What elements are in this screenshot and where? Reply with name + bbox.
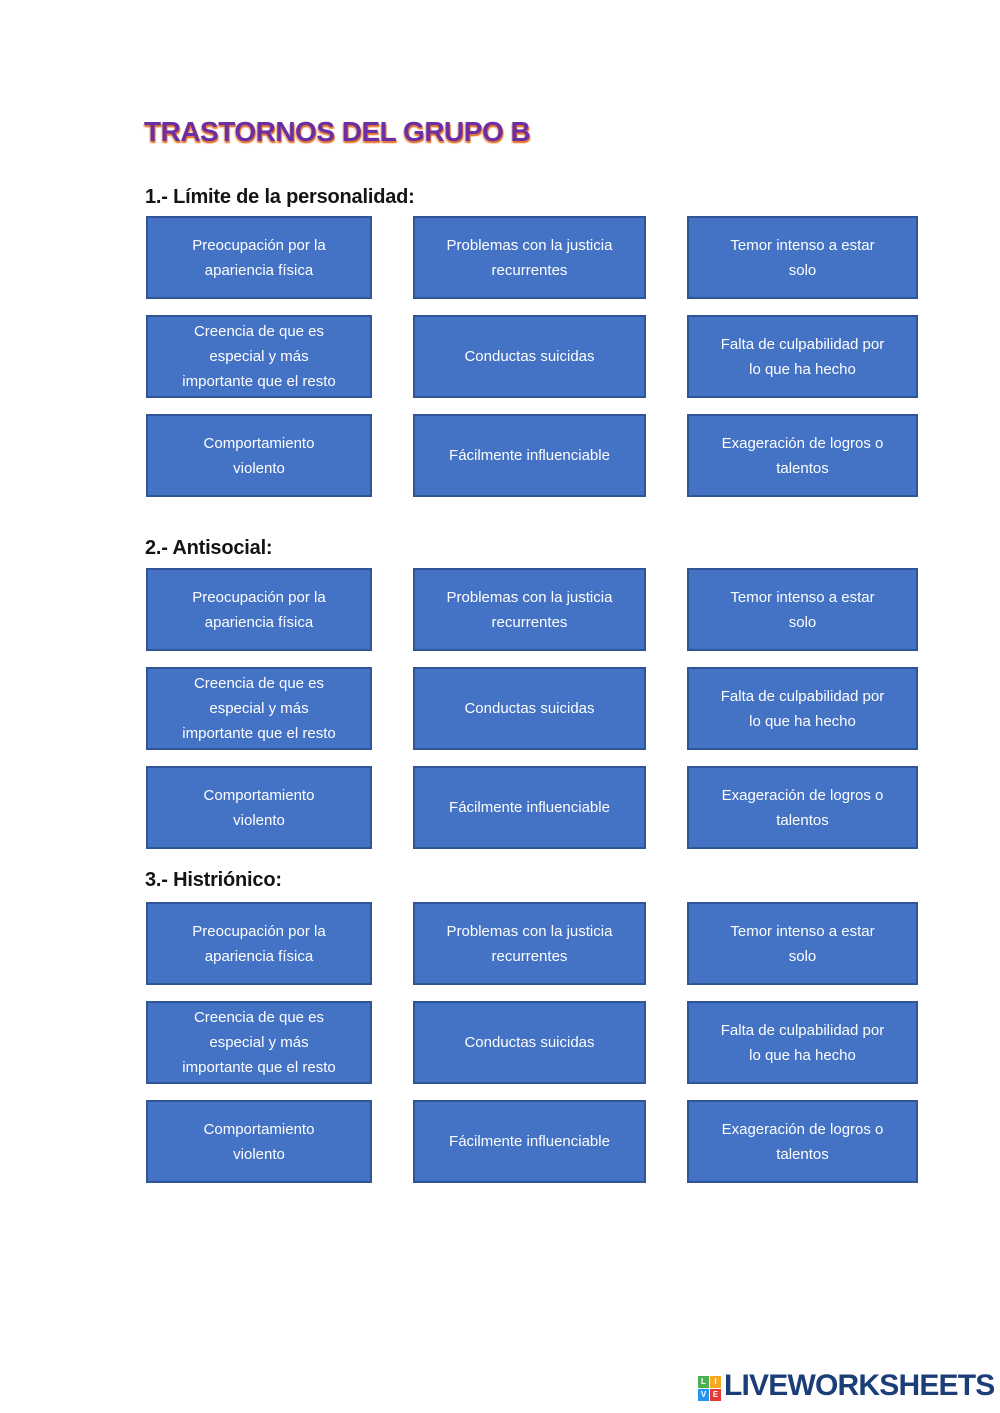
answer-box[interactable]: Creencia de que es especial y más import…	[146, 667, 372, 750]
logo-square-i: I	[710, 1375, 721, 1388]
answer-box[interactable]: Creencia de que es especial y más import…	[146, 1001, 372, 1084]
answer-box[interactable]: Conductas suicidas	[413, 667, 646, 750]
answer-box[interactable]: Preocupación por la apariencia física	[146, 216, 372, 299]
answer-box[interactable]: Creencia de que es especial y más import…	[146, 315, 372, 398]
liveworksheets-logo-icon: L I V E	[698, 1375, 721, 1401]
answer-box[interactable]: Comportamiento violento	[146, 1100, 372, 1183]
section-3-grid: Preocupación por la apariencia física Pr…	[146, 902, 918, 1183]
liveworksheets-wordmark: LIVEWORKSHEETS	[724, 1369, 995, 1402]
answer-box[interactable]: Exageración de logros o talentos	[687, 414, 918, 497]
page-title: TRASTORNOS DEL GRUPO B	[144, 116, 531, 147]
liveworksheets-logo: L I V E LIVEWORKSHEETS	[698, 1371, 995, 1401]
answer-box[interactable]: Falta de culpabilidad por lo que ha hech…	[687, 315, 918, 398]
answer-box[interactable]: Falta de culpabilidad por lo que ha hech…	[687, 1001, 918, 1084]
answer-box[interactable]: Conductas suicidas	[413, 315, 646, 398]
section-1-grid: Preocupación por la apariencia física Pr…	[146, 216, 918, 497]
logo-square-e: E	[710, 1388, 721, 1401]
answer-box[interactable]: Fácilmente influenciable	[413, 766, 646, 849]
answer-box[interactable]: Preocupación por la apariencia física	[146, 902, 372, 985]
answer-box[interactable]: Conductas suicidas	[413, 1001, 646, 1084]
answer-box[interactable]: Exageración de logros o talentos	[687, 1100, 918, 1183]
answer-box[interactable]: Comportamiento violento	[146, 414, 372, 497]
answer-box[interactable]: Preocupación por la apariencia física	[146, 568, 372, 651]
section-2-heading: 2.- Antisocial:	[145, 537, 273, 559]
answer-box[interactable]: Fácilmente influenciable	[413, 1100, 646, 1183]
answer-box[interactable]: Fácilmente influenciable	[413, 414, 646, 497]
answer-box[interactable]: Problemas con la justicia recurrentes	[413, 216, 646, 299]
answer-box[interactable]: Problemas con la justicia recurrentes	[413, 902, 646, 985]
answer-box[interactable]: Exageración de logros o talentos	[687, 766, 918, 849]
answer-box[interactable]: Comportamiento violento	[146, 766, 372, 849]
answer-box[interactable]: Temor intenso a estar solo	[687, 902, 918, 985]
answer-box[interactable]: Temor intenso a estar solo	[687, 216, 918, 299]
section-2-grid: Preocupación por la apariencia física Pr…	[146, 568, 918, 849]
logo-square-l: L	[698, 1375, 709, 1388]
answer-box[interactable]: Falta de culpabilidad por lo que ha hech…	[687, 667, 918, 750]
section-3-heading: 3.- Histriónico:	[145, 869, 282, 891]
section-1-heading: 1.- Límite de la personalidad:	[145, 186, 415, 208]
logo-square-v: V	[698, 1388, 709, 1401]
answer-box[interactable]: Problemas con la justicia recurrentes	[413, 568, 646, 651]
answer-box[interactable]: Temor intenso a estar solo	[687, 568, 918, 651]
